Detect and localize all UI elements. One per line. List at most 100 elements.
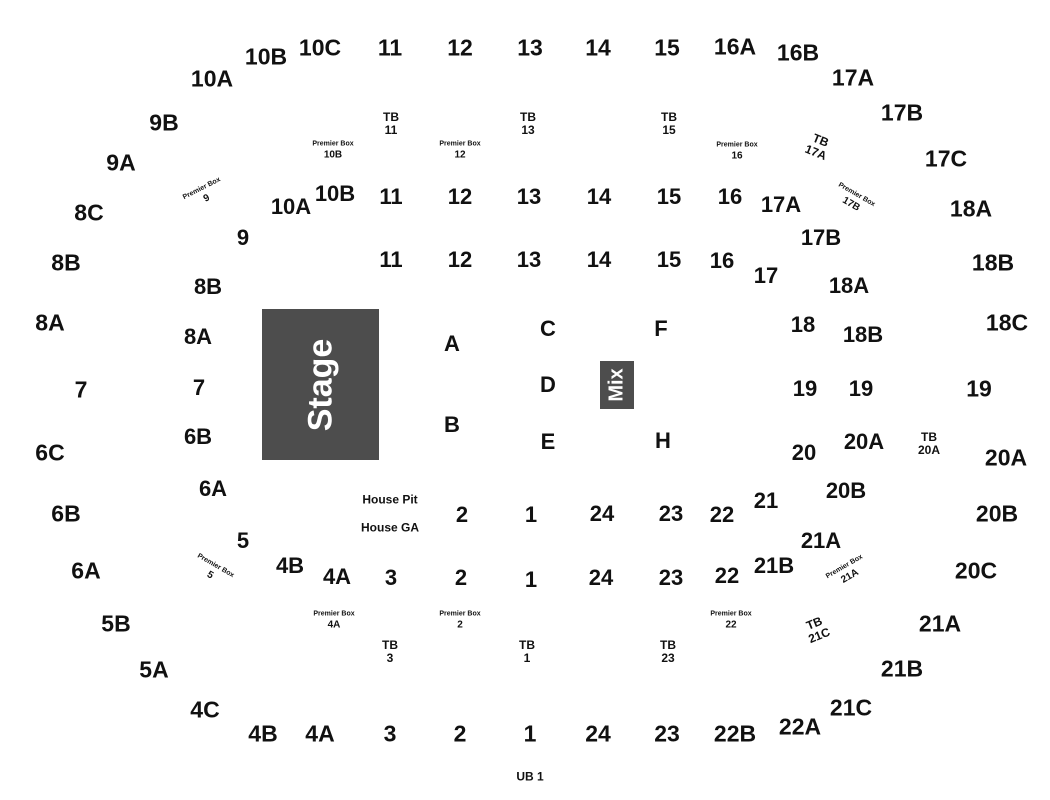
inner-section[interactable]: 5 [236,528,250,553]
inner-section[interactable]: 20A [843,429,885,454]
outer-section[interactable]: 5B [101,610,131,637]
outer-section[interactable]: 10C [298,34,342,61]
floor-section[interactable]: B [444,412,460,437]
inner-section[interactable]: 21A [800,528,842,553]
inner-section[interactable]: 10B [314,181,356,206]
inner-section[interactable]: 22 [709,502,735,527]
inner-section[interactable]: 8B [193,274,223,299]
inner-section[interactable]: 18A [828,273,870,298]
inner-section[interactable]: 6A [198,476,228,501]
outer-section[interactable]: 3 [383,720,397,747]
inner-section[interactable]: 15 [656,247,682,272]
inner-section[interactable]: 7 [192,375,206,400]
outer-section[interactable]: 4A [305,720,335,747]
outer-section[interactable]: 18B [971,249,1015,276]
outer-section[interactable]: 8A [35,309,65,336]
outer-section[interactable]: 13 [517,34,543,61]
outer-section[interactable]: 21C [829,694,873,721]
outer-section[interactable]: 20A [984,444,1028,471]
outer-section[interactable]: 8B [51,249,81,276]
outer-section[interactable]: 17B [880,99,924,126]
inner-section[interactable]: 13 [516,184,542,209]
outer-section[interactable]: 5A [139,656,169,683]
floor-section[interactable]: A [444,331,460,356]
floor-section[interactable]: C [540,316,556,341]
outer-section[interactable]: 4C [190,696,220,723]
inner-section[interactable]: 1 [524,502,538,527]
outer-section[interactable]: 12 [447,34,473,61]
inner-section[interactable]: 4A [322,564,352,589]
inner-section[interactable]: 19 [792,376,818,401]
inner-section[interactable]: 17 [753,263,779,288]
outer-section[interactable]: 20B [975,500,1019,527]
inner-section[interactable]: 20 [791,440,817,465]
outer-section[interactable]: 16A [713,33,757,60]
floor-section[interactable]: E [540,429,556,454]
inner-section[interactable]: 17A [760,192,802,217]
outer-section[interactable]: 17A [831,64,875,91]
outer-section[interactable]: 6A [71,557,101,584]
outer-section[interactable]: 4B [248,720,278,747]
inner-section[interactable]: 14 [586,184,612,209]
inner-section[interactable]: 12 [447,184,473,209]
outer-section[interactable]: 9B [149,109,179,136]
outer-section[interactable]: 8C [74,199,104,226]
outer-section[interactable]: 22A [778,713,822,740]
inner-section[interactable]: 10A [270,194,312,219]
floor-section[interactable]: F [654,316,668,341]
inner-section[interactable]: 3 [384,565,398,590]
inner-section[interactable]: 4B [275,553,305,578]
outer-section[interactable]: 22B [713,720,757,747]
inner-section[interactable]: 21 [753,488,779,513]
inner-section[interactable]: 11 [379,184,403,209]
inner-section[interactable]: 22 [714,563,740,588]
inner-section[interactable]: 13 [516,247,542,272]
outer-section[interactable]: 15 [654,34,680,61]
inner-section[interactable]: 16 [709,248,735,273]
outer-section[interactable]: 7 [74,376,88,403]
outer-section[interactable]: 1 [523,720,537,747]
ub-section[interactable]: UB 1 [516,769,544,784]
outer-section[interactable]: 19 [966,375,992,402]
outer-section[interactable]: 23 [654,720,680,747]
inner-section[interactable]: 18B [842,322,884,347]
inner-section[interactable]: 20B [825,478,867,503]
inner-section[interactable]: 12 [447,247,473,272]
outer-section[interactable]: 2 [453,720,467,747]
outer-section[interactable]: 17C [924,145,968,172]
inner-section[interactable]: 23 [658,565,684,590]
outer-section[interactable]: 6C [35,439,65,466]
outer-section[interactable]: 14 [585,34,611,61]
inner-section[interactable]: 14 [586,247,612,272]
inner-section[interactable]: 24 [589,501,615,526]
outer-section[interactable]: 24 [585,720,611,747]
outer-section[interactable]: 11 [377,34,403,61]
outer-section[interactable]: 6B [51,500,81,527]
inner-section[interactable]: 2 [454,565,468,590]
floor-section[interactable]: D [540,372,556,397]
inner-section[interactable]: 18 [790,312,816,337]
outer-section[interactable]: 20C [954,557,998,584]
inner-section[interactable]: 24 [588,565,614,590]
inner-section[interactable]: 1 [524,567,538,592]
outer-section[interactable]: 18A [949,195,993,222]
inner-section[interactable]: 19 [848,376,874,401]
inner-section[interactable]: 21B [753,553,795,578]
inner-section[interactable]: 2 [455,502,469,527]
inner-section[interactable]: 11 [379,247,403,272]
outer-section[interactable]: 9A [106,149,136,176]
